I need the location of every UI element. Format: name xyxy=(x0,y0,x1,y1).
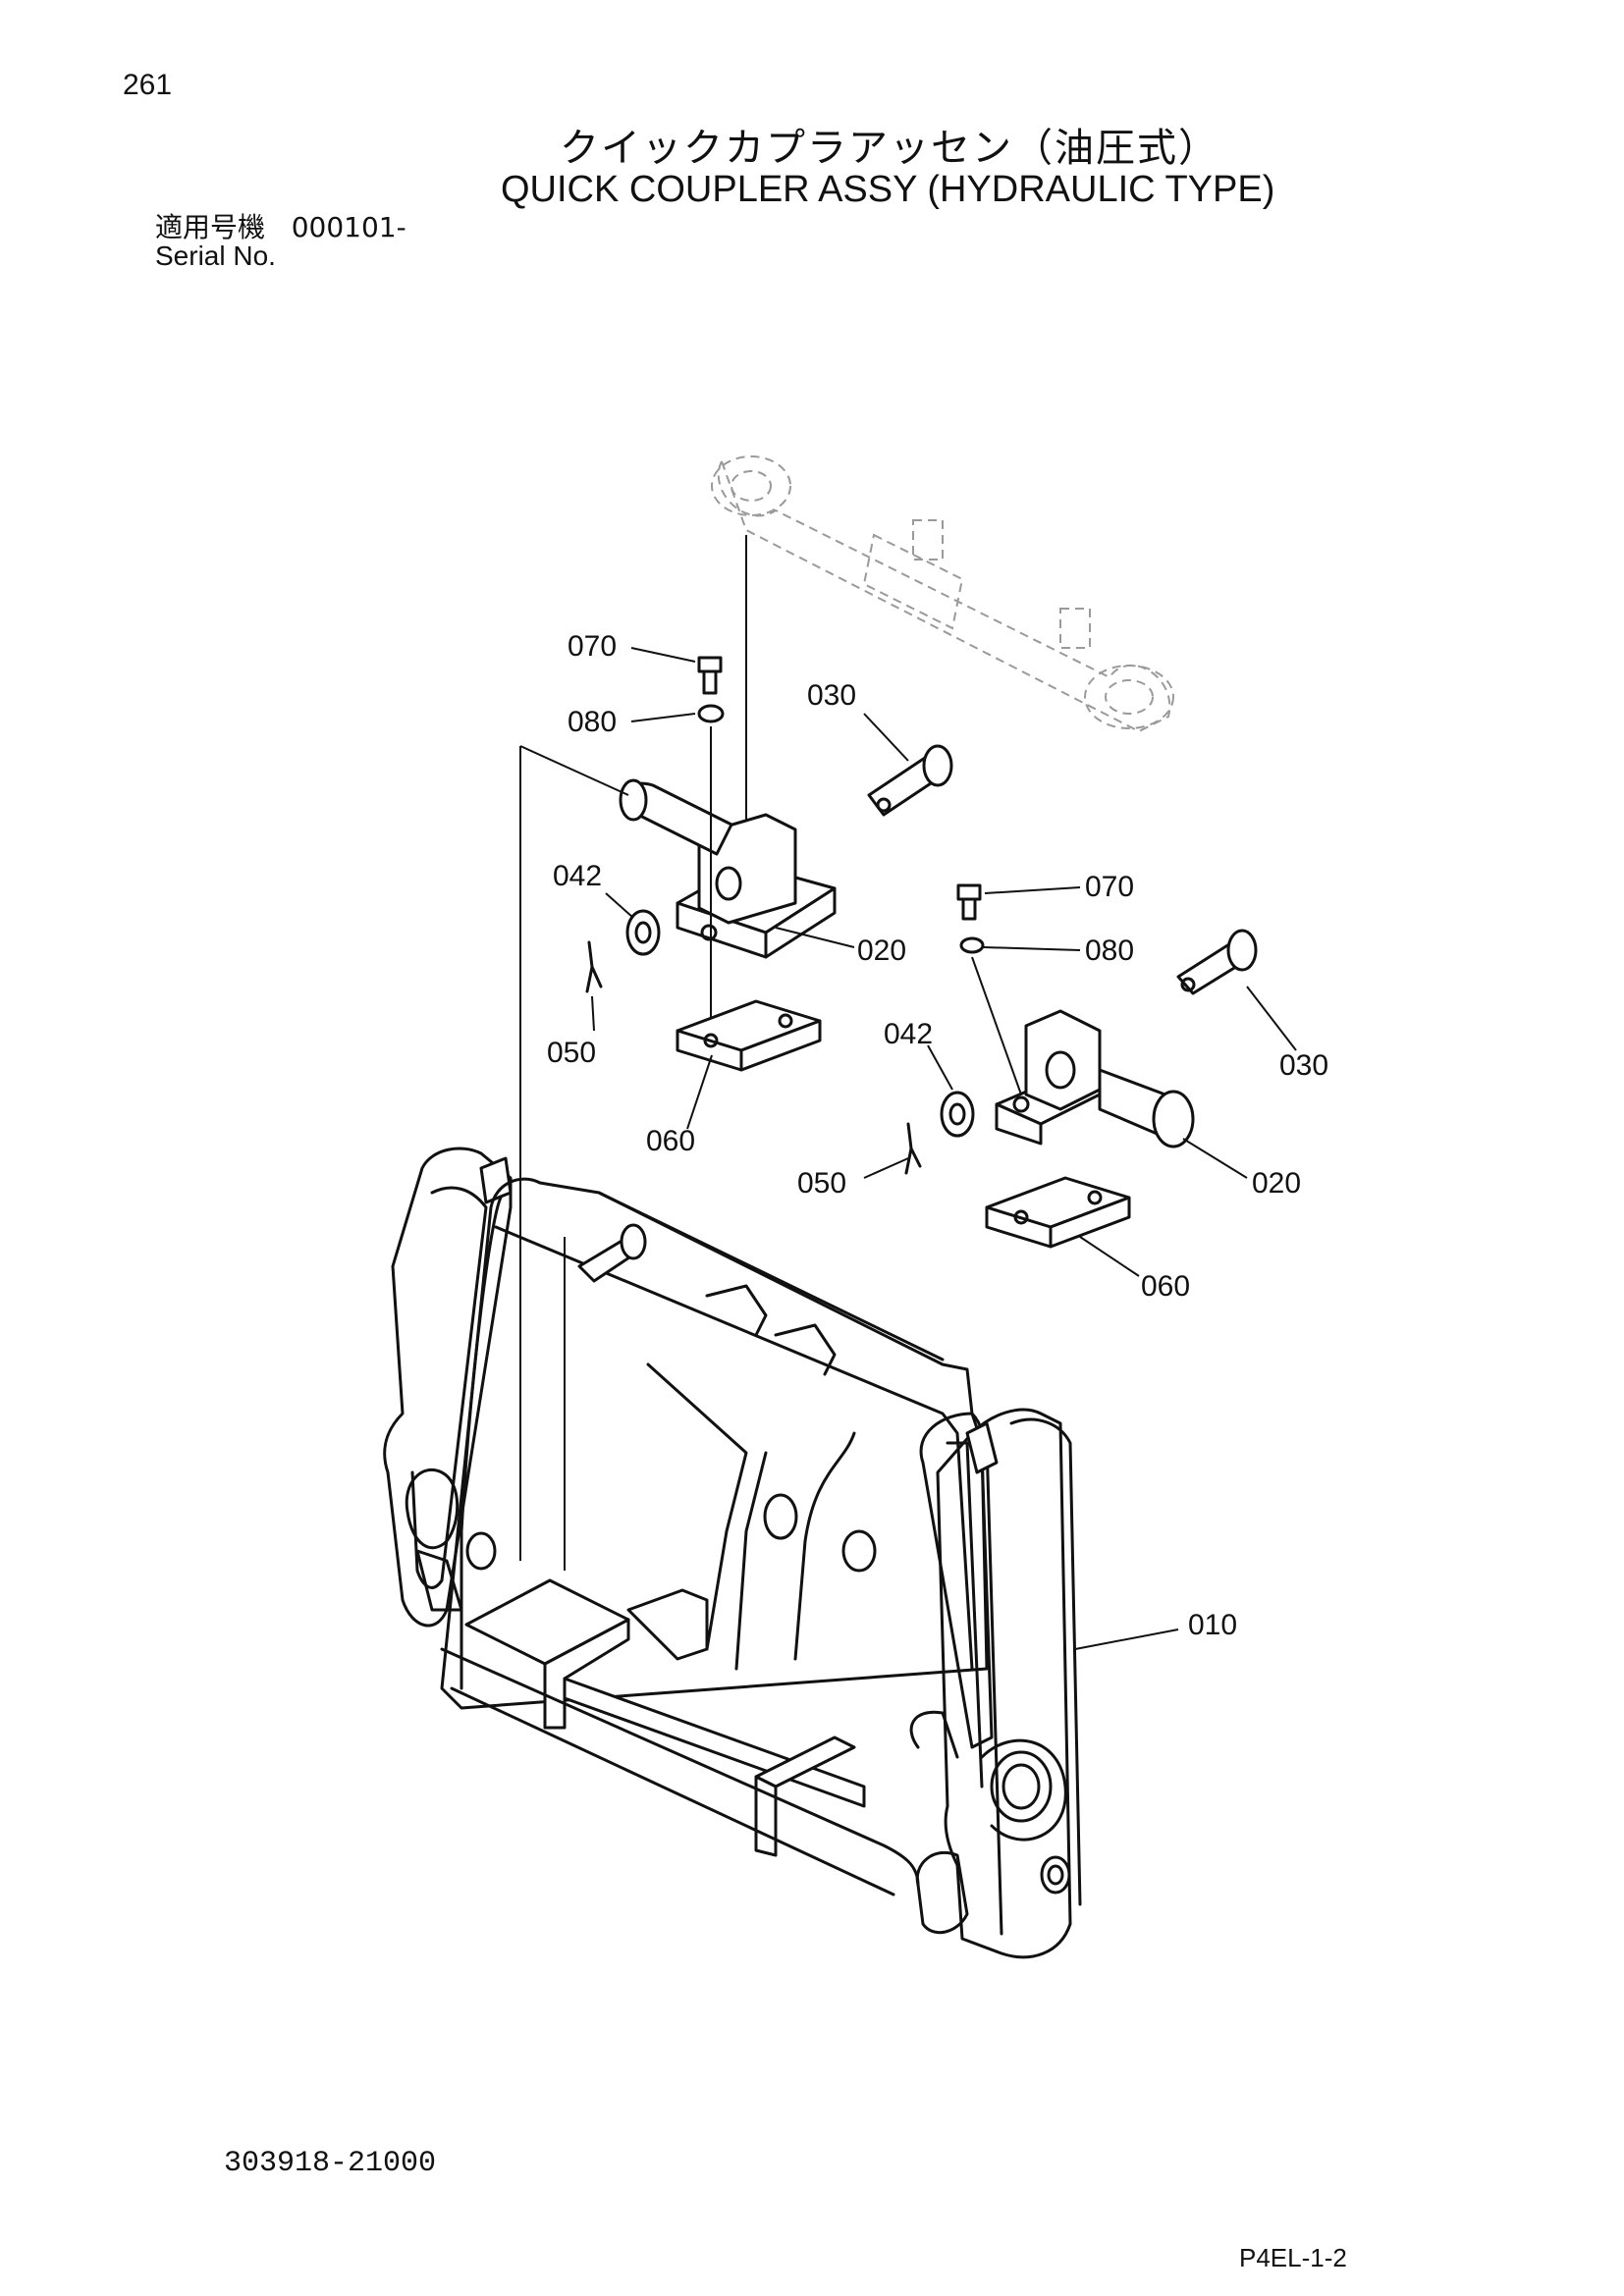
callout-060-right: 060 xyxy=(1141,1270,1190,1303)
right-lock-washer xyxy=(959,936,985,954)
part-number: 303918-21000 xyxy=(224,2147,437,2180)
left-bracket-assembly xyxy=(619,778,837,959)
serial-label-en: Serial No. xyxy=(155,240,276,271)
right-bolt-axis xyxy=(971,956,1022,1095)
left-guide-line-top xyxy=(519,745,629,796)
callout-050-left: 050 xyxy=(547,1037,596,1069)
title-japanese: クイックカプラアッセン（油圧式） xyxy=(560,126,1219,171)
left-bolt xyxy=(697,656,723,695)
left-split-pin xyxy=(585,940,603,993)
callout-080-right: 080 xyxy=(1085,934,1134,967)
callout-020-right: 020 xyxy=(1252,1167,1301,1200)
callout-042-left: 042 xyxy=(553,860,602,892)
callout-labels: 070 080 030 042 020 050 060 070 080 030 … xyxy=(547,630,1328,1641)
callout-050-right: 050 xyxy=(797,1167,846,1200)
title-english: QUICK COUPLER ASSY (HYDRAULIC TYPE) xyxy=(501,169,1275,210)
hydraulic-cylinder-ghost xyxy=(711,455,1174,733)
right-bracket-assembly xyxy=(995,1009,1195,1148)
right-bolt xyxy=(956,883,982,921)
serial-label-ja: 適用号機 xyxy=(155,211,266,243)
coupler-frame xyxy=(383,1147,1082,1959)
right-split-pin xyxy=(904,1122,922,1175)
right-plate xyxy=(985,1176,1131,1249)
right-washer xyxy=(940,1091,975,1138)
callout-042-right: 042 xyxy=(884,1018,933,1050)
callout-060-left: 060 xyxy=(646,1125,695,1157)
leader-lines xyxy=(591,647,1297,1650)
left-plate xyxy=(676,999,822,1072)
left-washer xyxy=(625,909,661,956)
left-lock-washer xyxy=(697,704,725,723)
callout-030-right: 030 xyxy=(1279,1049,1328,1082)
callout-020-left: 020 xyxy=(857,934,906,967)
page-number: 261 xyxy=(123,69,173,101)
page-code: P4EL-1-2 xyxy=(1239,2243,1347,2272)
callout-070-right: 070 xyxy=(1085,871,1134,903)
right-pin xyxy=(1176,929,1258,995)
callout-070-left: 070 xyxy=(568,630,617,663)
serial-applicability: 適用号機 000101- xyxy=(155,206,406,245)
callout-080-left: 080 xyxy=(568,706,617,738)
left-pin xyxy=(867,744,953,817)
callout-030-left: 030 xyxy=(807,679,856,712)
callout-010: 010 xyxy=(1188,1609,1237,1641)
serial-value: 000101- xyxy=(291,211,406,243)
